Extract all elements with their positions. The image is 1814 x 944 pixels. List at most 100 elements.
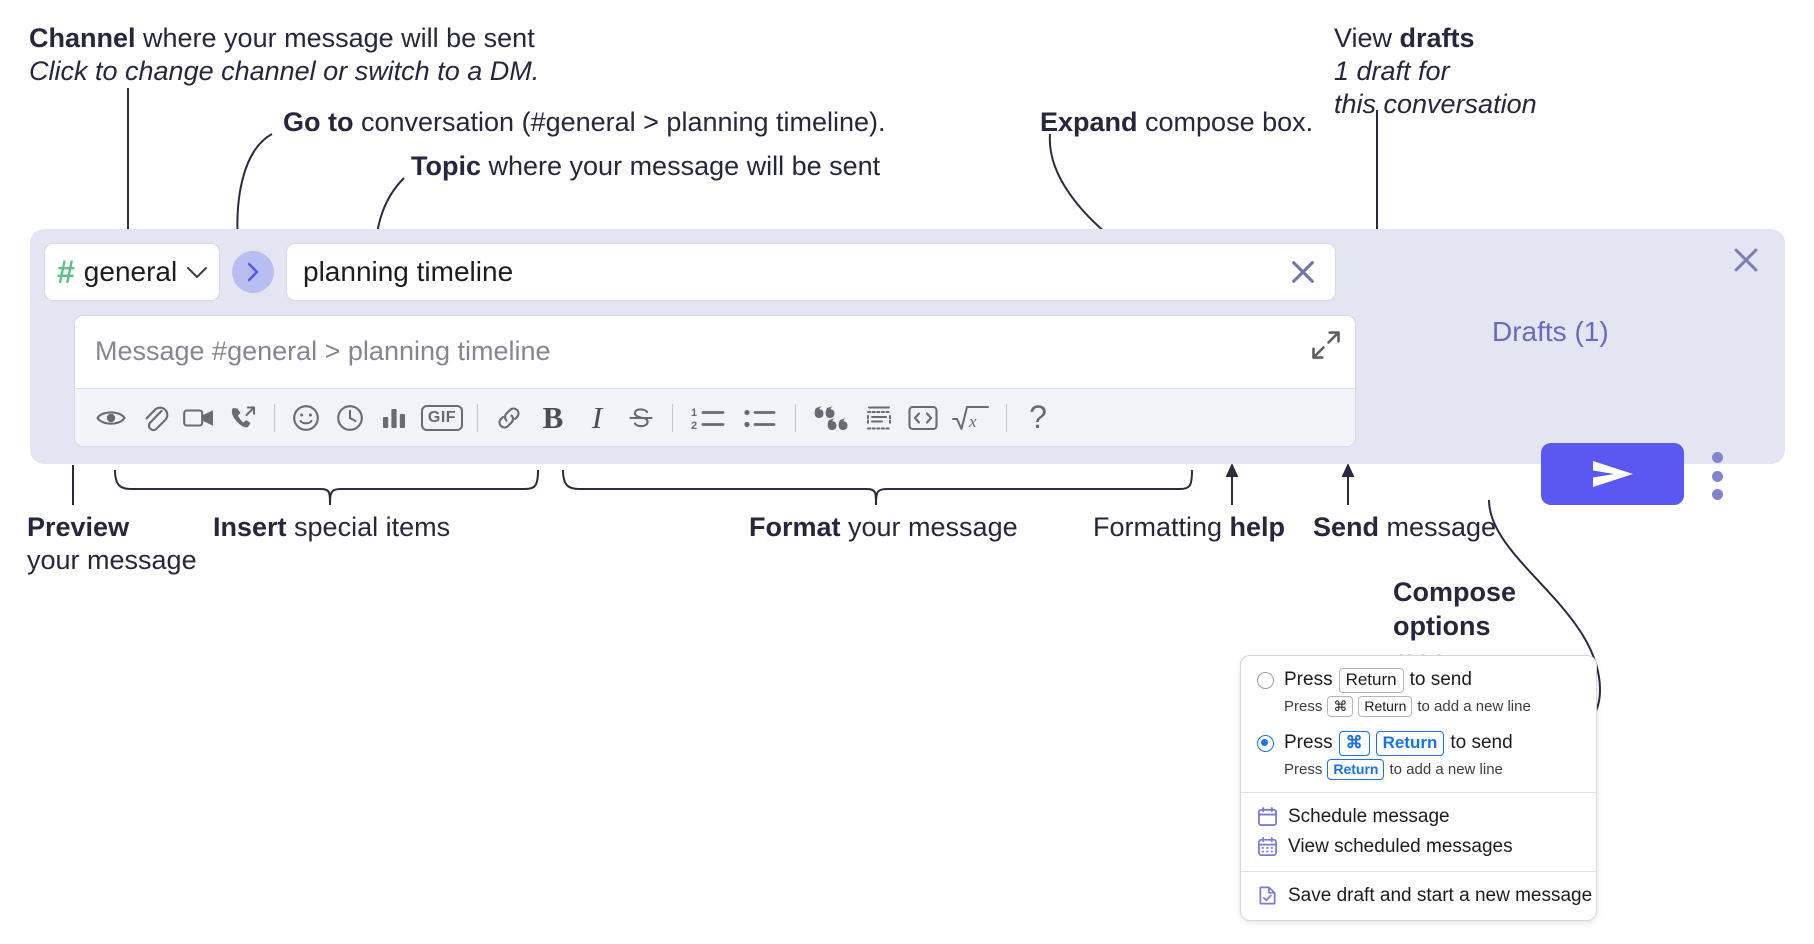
math-sqrt-icon[interactable]: x (945, 396, 997, 440)
annotation-expand-bold: Expand (1040, 107, 1138, 137)
annotation-compose-line1: Compose (1393, 577, 1517, 607)
menu-item-label: View scheduled messages (1288, 835, 1513, 857)
option-press-cmd-return-to-send[interactable]: Press ⌘ Return to send (1241, 729, 1596, 758)
menu-divider (1241, 870, 1596, 872)
annotation-goto: Go to conversation (#general > planning … (283, 106, 886, 139)
strikethrough-icon[interactable] (619, 396, 663, 440)
bulleted-list-icon[interactable] (734, 396, 786, 440)
annotation-topic-rest: where your message will be sent (481, 151, 881, 181)
channel-name: general (83, 256, 178, 287)
annotation-channel: Channel where your message will be sent … (29, 22, 539, 88)
clock-icon[interactable] (328, 396, 372, 440)
option-press-return-to-send[interactable]: Press Return to send (1241, 666, 1596, 695)
option2-main: Press ⌘ Return to send (1284, 730, 1513, 756)
annotation-help-rest: Formatting (1093, 512, 1230, 542)
svg-text:2: 2 (691, 420, 697, 432)
bold-icon[interactable]: B (531, 396, 575, 440)
toolbar-divider (477, 403, 478, 432)
compose-header-row: # general planning timeline (44, 243, 1336, 301)
italic-icon[interactable]: I (575, 396, 619, 440)
dot (1711, 489, 1723, 500)
option1-press: Press (1284, 669, 1333, 691)
send-button[interactable] (1541, 443, 1684, 505)
option2-sub: Press Return to add a new line (1241, 758, 1596, 783)
annotation-format: Format your message (749, 511, 1018, 544)
attachment-paperclip-icon[interactable] (133, 396, 177, 440)
drafts-link[interactable]: Drafts (1) (1492, 316, 1609, 347)
chevron-right-icon (247, 262, 259, 282)
annotation-expand-rest: compose box. (1137, 107, 1314, 137)
annotation-drafts-italic2: this conversation (1334, 88, 1537, 119)
message-placeholder: Message #general > planning timeline (95, 336, 551, 366)
chevron-down-icon (187, 266, 208, 278)
annotation-drafts-italic1: 1 draft for (1334, 55, 1450, 86)
annotation-preview: Preview your message (27, 511, 197, 577)
annotation-help: Formatting help (1093, 511, 1285, 544)
saved-draft-icon (1259, 886, 1276, 905)
expand-icon[interactable] (1311, 330, 1341, 360)
code-snippet-icon[interactable] (901, 396, 945, 440)
annotation-drafts-bold: drafts (1399, 23, 1475, 53)
video-camera-icon[interactable] (177, 396, 221, 440)
gif-label: GIF (420, 404, 464, 431)
phone-call-icon[interactable] (221, 396, 265, 440)
italic-glyph: I (591, 399, 603, 435)
compose-options-dropdown: Press Return to send Press ⌘ Return to a… (1240, 655, 1597, 921)
code-block-icon[interactable] (857, 396, 901, 440)
calendar-icon (1258, 807, 1277, 827)
annotation-insert-rest: special items (286, 512, 451, 542)
option1-sub-tail: to add a new line (1417, 697, 1531, 715)
poll-bar-chart-icon[interactable] (372, 396, 416, 440)
annotation-preview-bold: Preview (27, 512, 130, 542)
annotation-channel-rest: where your message will be sent (135, 23, 535, 53)
goto-conversation-button[interactable] (232, 251, 274, 293)
radio-selected-icon[interactable] (1257, 734, 1274, 752)
compose-options-menu-button[interactable] (1706, 452, 1728, 500)
menu-item-save-draft[interactable]: Save draft and start a new message (1241, 881, 1596, 911)
annotation-format-rest: your message (840, 512, 1018, 542)
help-question-icon[interactable]: ? (1016, 396, 1060, 440)
menu-item-label: Schedule message (1288, 805, 1450, 827)
menu-divider (1241, 791, 1596, 793)
message-editor[interactable]: Message #general > planning timeline (74, 315, 1356, 447)
blockquote-icon[interactable] (805, 396, 857, 440)
option1-sub-press: Press (1284, 697, 1323, 715)
topic-value: planning timeline (303, 256, 514, 287)
link-icon[interactable] (487, 396, 531, 440)
option2-sub-tail: to add a new line (1389, 760, 1503, 778)
option2-key-return: Return (1375, 730, 1445, 756)
emoji-smiley-icon[interactable] (284, 396, 328, 440)
channel-selector[interactable]: # general (44, 243, 220, 301)
option1-main: Press Return to send (1284, 668, 1472, 693)
dot (1711, 452, 1723, 463)
annotation-goto-rest: conversation (#general > planning timeli… (353, 107, 886, 137)
menu-item-schedule-message[interactable]: Schedule message (1241, 802, 1596, 832)
bold-glyph: B (542, 399, 564, 435)
option1-key-return: Return (1338, 668, 1404, 693)
annotation-channel-italic: Click to change channel or switch to a D… (29, 55, 540, 86)
option2-press: Press (1284, 732, 1333, 754)
annotation-goto-bold: Go to (283, 107, 354, 137)
toolbar-divider (795, 403, 796, 432)
gif-icon[interactable]: GIF (416, 396, 468, 440)
svg-text:1: 1 (691, 407, 697, 419)
annotation-channel-bold: Channel (29, 23, 136, 53)
ordered-list-icon[interactable]: 1 2 (682, 396, 734, 440)
annotation-preview-rest: your message (27, 544, 197, 575)
close-icon[interactable] (1729, 243, 1763, 277)
annotation-topic: Topic where your message will be sent (411, 150, 880, 183)
menu-item-view-scheduled-messages[interactable]: View scheduled messages (1241, 832, 1596, 862)
topic-field[interactable]: planning timeline (286, 243, 1336, 301)
calendar-grid-icon (1258, 837, 1277, 857)
option1-sub: Press ⌘ Return to add a new line (1241, 695, 1596, 720)
option2-sub-press: Press (1284, 760, 1323, 778)
radio-unselected-icon[interactable] (1257, 671, 1274, 689)
compose-panel: # general planning timeline Message #gen… (30, 229, 1785, 464)
preview-eye-icon[interactable] (89, 396, 133, 440)
clear-topic-icon[interactable] (1287, 256, 1319, 288)
annotation-help-bold: help (1229, 512, 1286, 542)
annotation-expand: Expand compose box. (1040, 106, 1313, 139)
annotation-drafts-rest: View (1334, 23, 1400, 53)
annotation-topic-bold: Topic (411, 151, 481, 181)
annotation-format-bold: Format (749, 512, 841, 542)
